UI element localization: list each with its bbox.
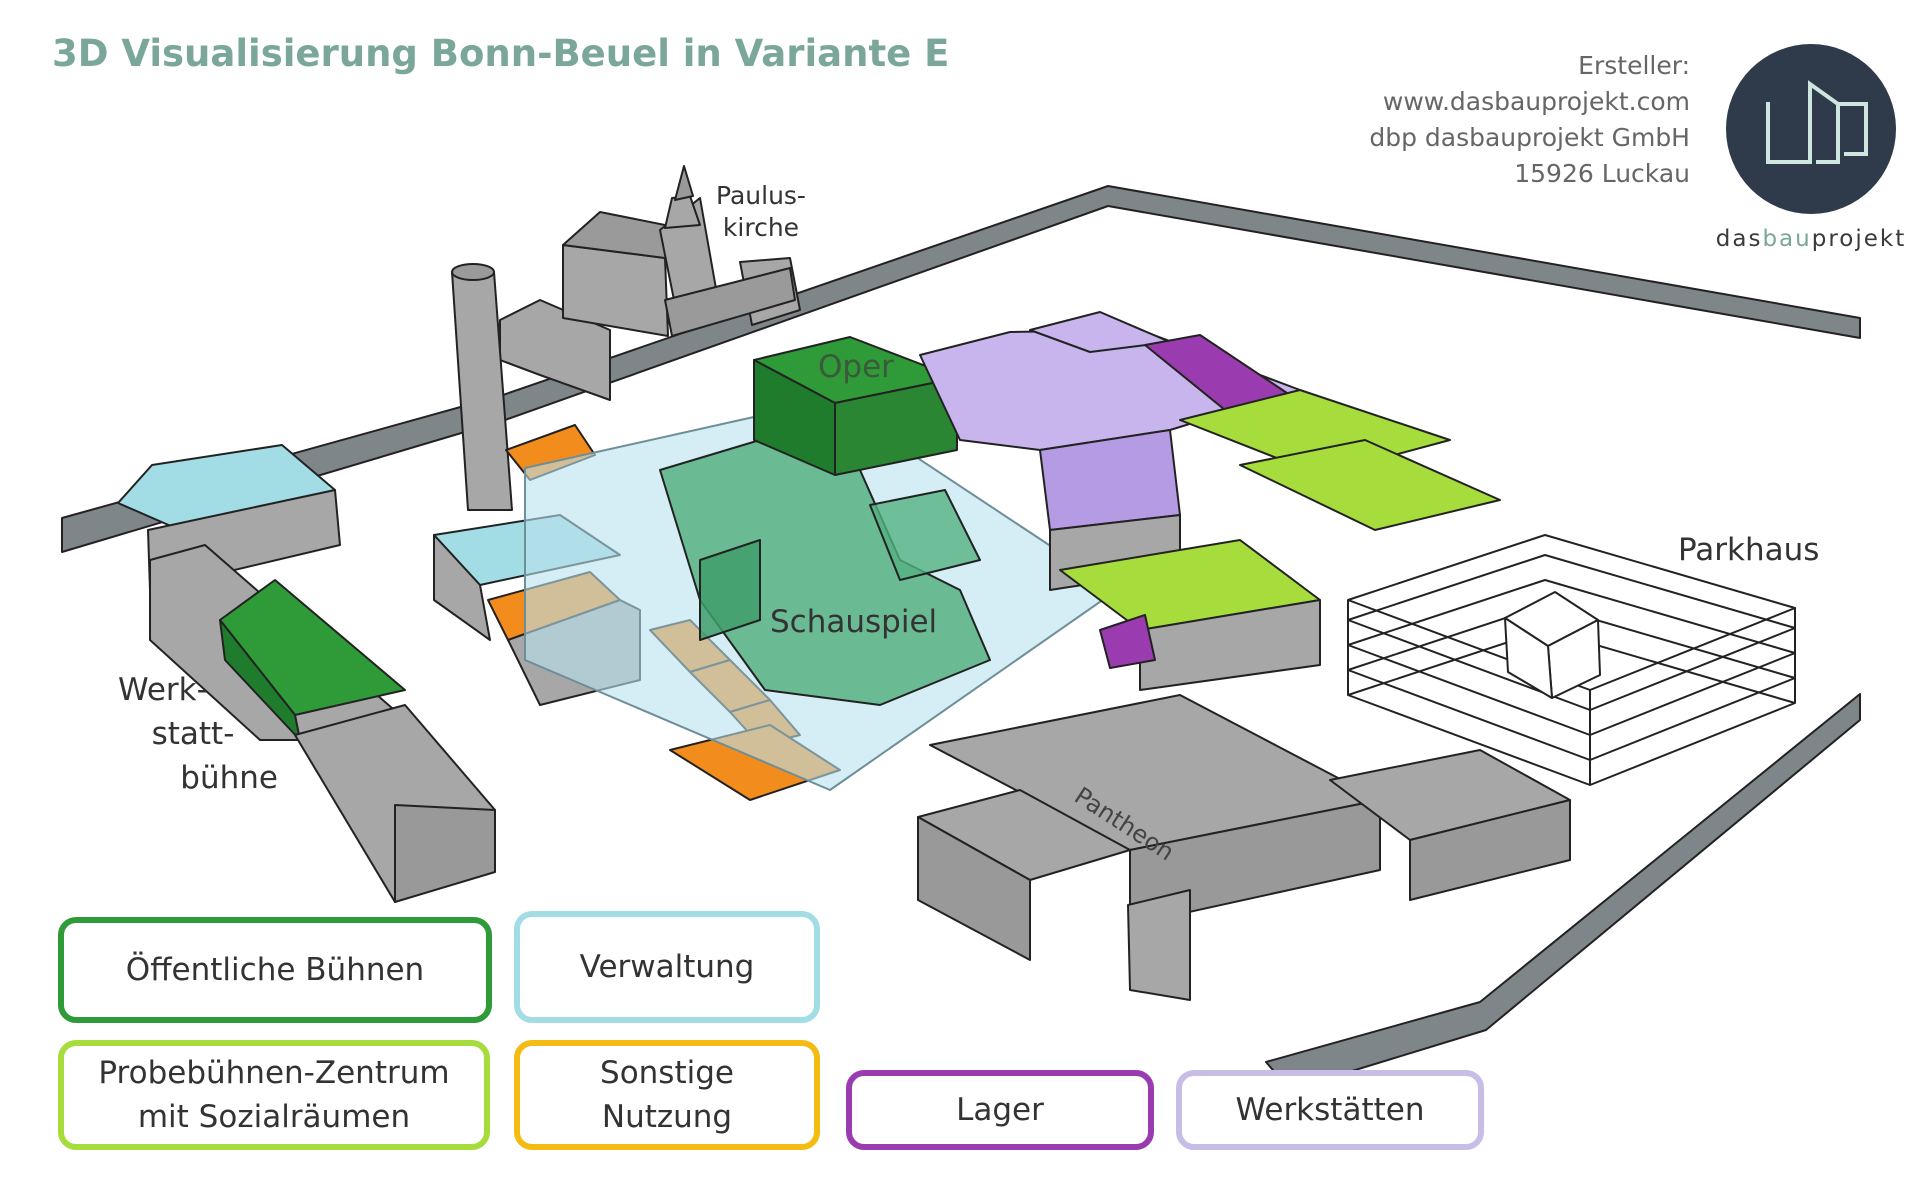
legend-probebuehnen-line-2: mit Sozialräumen xyxy=(137,1099,411,1135)
label-pauluskirche-line-1: Paulus- xyxy=(716,181,806,210)
buildings-probebuehnen xyxy=(1059,389,1501,691)
logo-text-a: das xyxy=(1715,226,1763,252)
logo-text-c: projekt xyxy=(1811,226,1907,252)
label-parkhaus: Parkhaus xyxy=(1678,532,1820,568)
pauluskirche-building xyxy=(499,165,801,401)
page-title: 3D Visualisierung Bonn-Beuel in Variante… xyxy=(52,32,950,75)
parkhaus-house xyxy=(1504,591,1601,699)
legend-sonstige-line-1: Sonstige xyxy=(600,1055,734,1091)
legend-sonstige-line-2: Nutzung xyxy=(601,1099,733,1135)
label-werkstatt-line-1: Werk- xyxy=(118,672,208,708)
credits-line-4: 15926 Luckau xyxy=(1514,159,1690,188)
label-oper: Oper xyxy=(818,349,894,385)
legend-oeffentliche-text: Öffentliche Bühnen xyxy=(125,952,425,988)
legend-sonstige-nutzung: Sonstige Nutzung xyxy=(514,1040,820,1150)
label-werkstatt-line-2: statt- xyxy=(151,716,235,752)
logo-wordmark: dasbauprojekt xyxy=(1708,226,1908,252)
chimney xyxy=(451,271,513,511)
legend-oeffentliche-buehnen: Öffentliche Bühnen xyxy=(58,917,492,1023)
legend-verwaltung: Verwaltung xyxy=(514,911,820,1023)
legend-verwaltung-text: Verwaltung xyxy=(579,949,755,985)
label-pauluskirche-line-2: kirche xyxy=(722,213,800,242)
legend-werkstaetten-text: Werkstätten xyxy=(1235,1092,1425,1128)
label-werkstattbuehne: Werk- statt- bühne xyxy=(108,668,278,800)
legend-probebuehnen-line-1: Probebühnen-Zentrum xyxy=(98,1055,450,1091)
legend-lager: Lager xyxy=(846,1070,1154,1150)
legend-probebuehnen: Probebühnen-Zentrum mit Sozialräumen xyxy=(58,1040,490,1150)
legend-werkstaetten: Werkstätten xyxy=(1176,1070,1484,1150)
building-schauspiel xyxy=(659,439,991,706)
building-pantheon xyxy=(917,694,1571,1001)
credits-line-3: dbp dasbauprojekt GmbH xyxy=(1369,123,1690,152)
credits-line-1: Ersteller: xyxy=(1578,51,1690,80)
label-werkstatt-line-3: bühne xyxy=(180,760,278,796)
credits-line-2[interactable]: www.dasbauprojekt.com xyxy=(1382,87,1690,116)
building-werkstattbuehne xyxy=(149,544,496,903)
legend-lager-text: Lager xyxy=(956,1092,1044,1128)
building-oper xyxy=(753,336,958,476)
road-east xyxy=(1265,693,1861,1091)
logo-text-b: bau xyxy=(1762,226,1812,252)
credits-block: Ersteller: www.dasbauprojekt.com dbp das… xyxy=(1369,48,1690,192)
dbp-logo-icon xyxy=(1726,44,1896,214)
label-pauluskirche: Paulus- kirche xyxy=(716,180,806,244)
label-schauspiel: Schauspiel xyxy=(770,604,938,640)
